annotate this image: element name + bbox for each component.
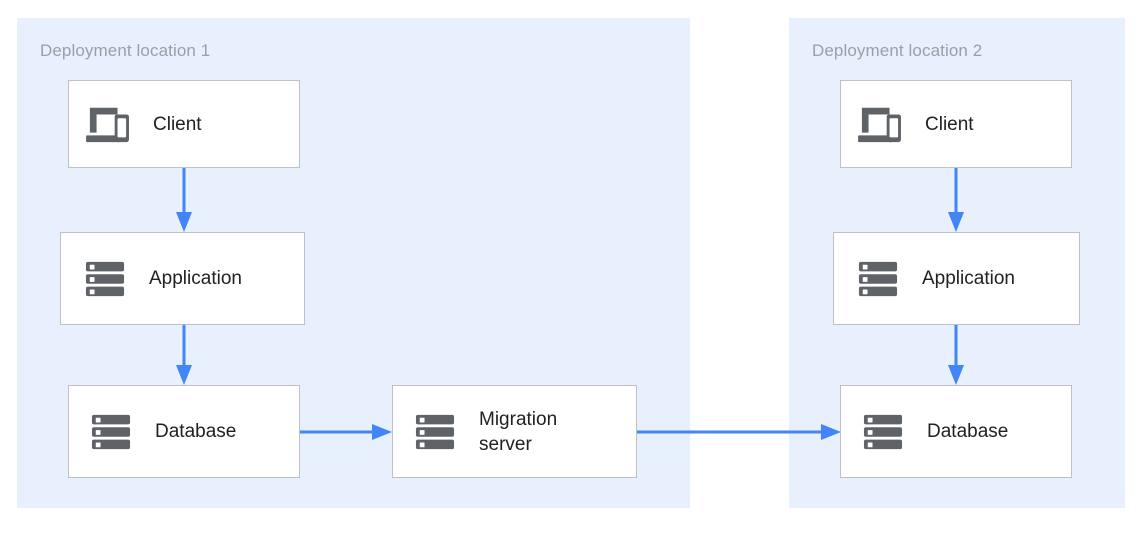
node-client-2[interactable]: Client: [840, 80, 1072, 168]
edge-application1-to-database1: [174, 325, 194, 387]
node-client-1[interactable]: Client: [68, 80, 300, 168]
client-devices-icon: [857, 104, 903, 144]
server-icon: [91, 412, 131, 452]
node-database-2[interactable]: Database: [840, 385, 1072, 478]
node-migration-server[interactable]: Migration server: [392, 385, 637, 478]
node-database-1[interactable]: Database: [68, 385, 300, 478]
node-label-application-2: Application: [922, 268, 1015, 289]
zone-label-deployment-location-1: Deployment location 1: [40, 41, 211, 60]
node-label-application-1: Application: [149, 268, 242, 289]
node-label-database-2: Database: [927, 421, 1009, 442]
node-label-database-1: Database: [155, 421, 237, 442]
zone-label-deployment-location-2: Deployment location 2: [812, 41, 983, 60]
edge-migration-server-to-database2: [637, 422, 843, 442]
node-label-migration-server: Migration server: [479, 408, 558, 455]
edge-client2-to-application2: [946, 168, 966, 234]
edge-client1-to-application1: [174, 168, 194, 234]
server-icon: [863, 412, 903, 452]
edge-application2-to-database2: [946, 325, 966, 387]
node-application-1[interactable]: Application: [60, 232, 305, 325]
node-label-client-1: Client: [153, 113, 202, 135]
node-application-2[interactable]: Application: [833, 232, 1080, 325]
edge-database1-to-migration-server: [300, 422, 394, 442]
node-label-client-2: Client: [925, 113, 974, 135]
server-icon: [85, 259, 125, 299]
server-icon: [415, 412, 455, 452]
server-icon: [858, 259, 898, 299]
client-devices-icon: [85, 104, 131, 144]
